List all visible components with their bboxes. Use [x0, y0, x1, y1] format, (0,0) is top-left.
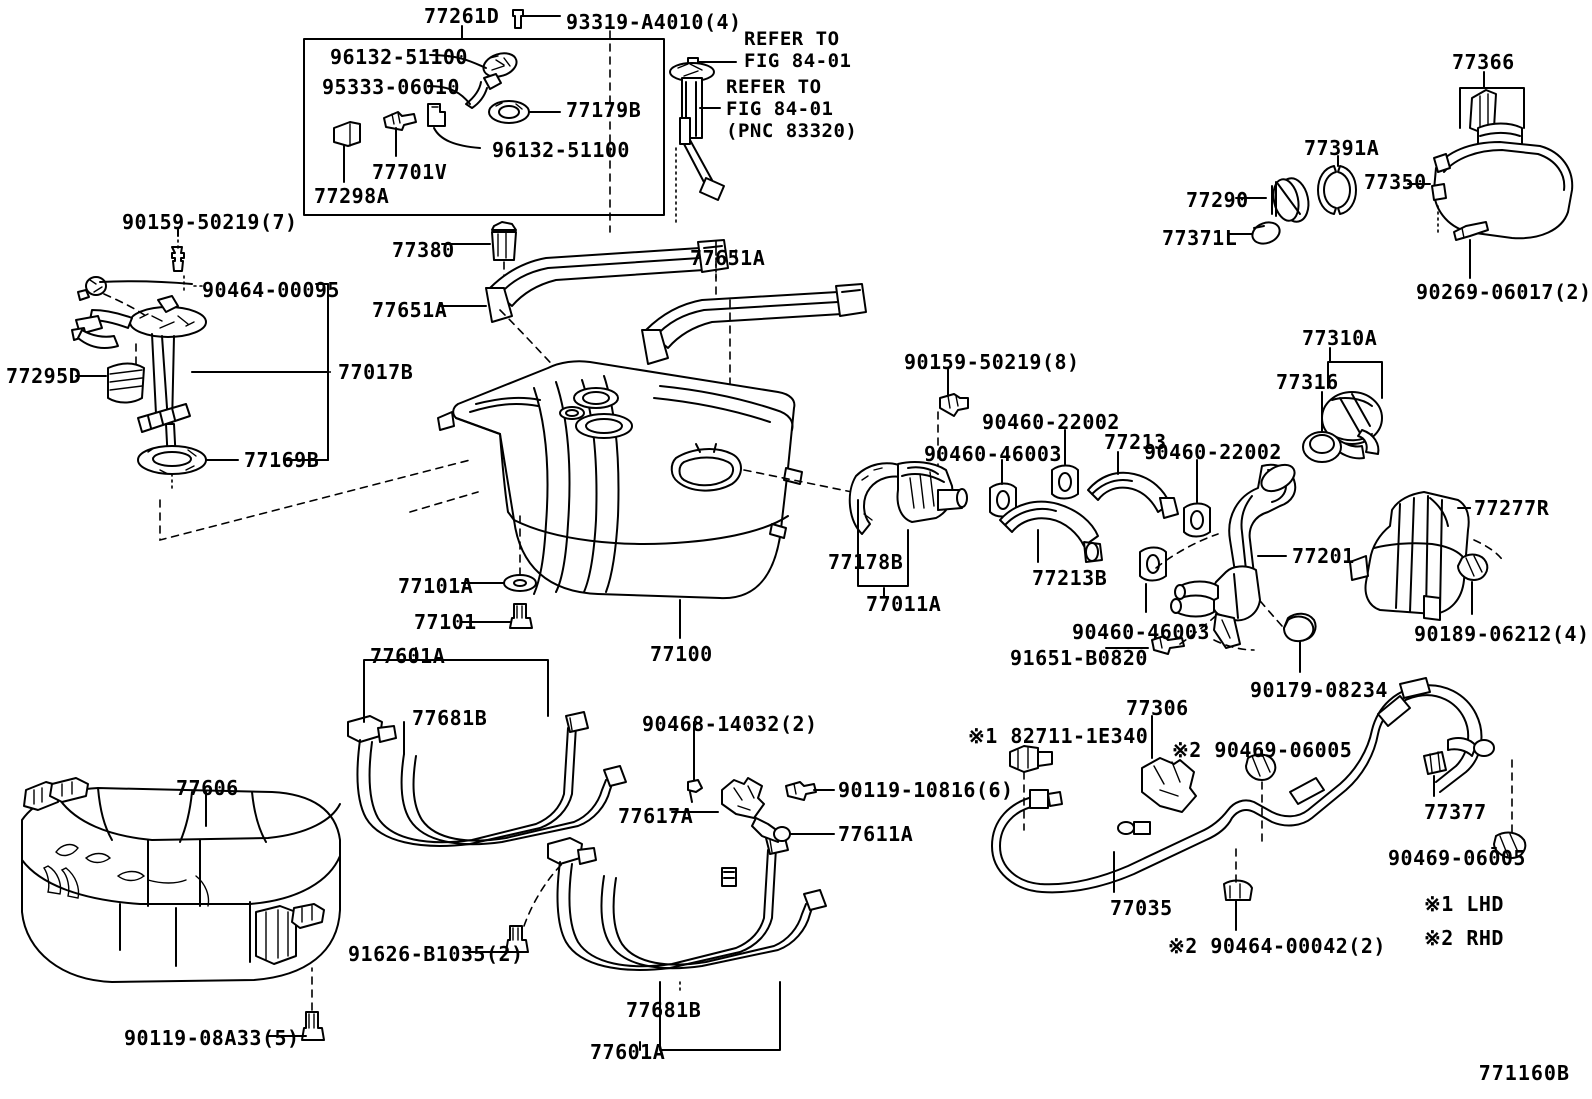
shield-77277r — [1349, 491, 1505, 621]
part-label-fig-84-01: FIG 84-01 — [726, 98, 834, 120]
part-label-91651-b0820: 91651-B0820 — [1010, 646, 1148, 670]
part-label-77169b: 77169B — [244, 448, 320, 472]
fuel-door-group — [1227, 71, 1574, 279]
part-label-96132-51100: 96132-51100 — [330, 45, 468, 69]
part-label-77298a: 77298A — [314, 184, 390, 208]
part-label-96132-51100: 96132-51100 — [492, 138, 630, 162]
fuel-pump-assembly-77017b — [71, 227, 471, 542]
part-label-refer-to: REFER TO — [726, 76, 822, 98]
part-label-93319-a4010-4: 93319-A4010(4) — [566, 10, 742, 34]
part-label-90159-50219-7: 90159-50219(7) — [122, 210, 298, 234]
part-label-77179b: 77179B — [566, 98, 642, 122]
part-label-77391a: 77391A — [1304, 136, 1380, 160]
part-label-77277r: 77277R — [1474, 496, 1550, 520]
fuel-tank-77100 — [409, 221, 867, 639]
part-label-90189-06212-4: 90189-06212(4) — [1414, 622, 1590, 646]
part-label-77366: 77366 — [1452, 50, 1515, 74]
part-label-77290: 77290 — [1186, 188, 1249, 212]
tank-bands-77601a — [347, 647, 835, 1051]
part-label-90460-22002: 90460-22002 — [982, 410, 1120, 434]
part-label-77201: 77201 — [1292, 544, 1355, 568]
filler-hose-group-77011a — [848, 367, 1317, 673]
part-label-pnc-83320: (PNC 83320) — [726, 120, 858, 142]
part-label-90119-10816-6: 90119-10816(6) — [838, 778, 1014, 802]
part-label-1-82711-1e340: ※1 82711-1E340 — [968, 724, 1149, 748]
part-label-77178b: 77178B — [828, 550, 904, 574]
part-label-77681b: 77681B — [412, 706, 488, 730]
part-label-90460-22002: 90460-22002 — [1144, 440, 1282, 464]
part-label-77100: 77100 — [650, 642, 713, 666]
part-label-90469-06005: 90469-06005 — [1388, 846, 1526, 870]
part-label-77035: 77035 — [1110, 896, 1173, 920]
part-label-77601a: 77601A — [590, 1040, 666, 1064]
part-label-77681b: 77681B — [626, 998, 702, 1022]
part-label-90269-06017-2: 90269-06017(2) — [1416, 280, 1592, 304]
part-label-90464-00095: 90464-00095 — [202, 278, 340, 302]
part-label-77316: 77316 — [1276, 370, 1339, 394]
part-label-77601a: 77601A — [370, 644, 446, 668]
part-label-77611a: 77611A — [838, 822, 914, 846]
inset-box-77261d — [303, 9, 737, 233]
part-label-2-rhd: ※2 RHD — [1424, 926, 1504, 950]
part-label-77017b: 77017B — [338, 360, 414, 384]
part-label-2-90469-06005: ※2 90469-06005 — [1172, 738, 1353, 762]
part-label-77011a: 77011A — [866, 592, 942, 616]
part-label-77350: 77350 — [1364, 170, 1427, 194]
part-label-2-90464-00042-2: ※2 90464-00042(2) — [1168, 934, 1386, 958]
part-label-95333-06010: 95333-06010 — [322, 75, 460, 99]
tank-protector-77606 — [21, 777, 341, 1041]
part-label-90460-46003: 90460-46003 — [1072, 620, 1210, 644]
fuel-cap-77310a — [1302, 347, 1383, 463]
release-cable-77035 — [991, 677, 1527, 931]
part-label-refer-to: REFER TO — [744, 28, 840, 50]
diagram-id: 771160B — [1478, 1061, 1570, 1085]
part-label-90179-08234: 90179-08234 — [1250, 678, 1388, 702]
part-label-90460-46003: 90460-46003 — [924, 442, 1062, 466]
part-label-77213b: 77213B — [1032, 566, 1108, 590]
part-label-77617a: 77617A — [618, 804, 694, 828]
part-label-77651a: 77651A — [690, 246, 766, 270]
part-label-77310a: 77310A — [1302, 326, 1378, 350]
part-label-91626-b1035-2: 91626-B1035(2) — [348, 942, 524, 966]
part-label-77101a: 77101A — [398, 574, 474, 598]
part-label-77261d: 77261D — [424, 4, 500, 28]
part-label-90468-14032-2: 90468-14032(2) — [642, 712, 818, 736]
part-label-77306: 77306 — [1126, 696, 1189, 720]
part-label-fig-84-01: FIG 84-01 — [744, 50, 852, 72]
part-label-1-lhd: ※1 LHD — [1424, 892, 1504, 916]
part-label-90159-50219-8: 90159-50219(8) — [904, 350, 1080, 374]
part-label-77371l: 77371L — [1162, 226, 1238, 250]
part-label-77377: 77377 — [1424, 800, 1487, 824]
filler-pipe-77201 — [1155, 463, 1315, 651]
part-label-77651a: 77651A — [372, 298, 448, 322]
part-label-77213: 77213 — [1104, 430, 1167, 454]
part-label-77295d: 77295D — [6, 364, 82, 388]
part-label-77606: 77606 — [176, 776, 239, 800]
part-label-90119-08a33-5: 90119-08A33(5) — [124, 1026, 300, 1050]
part-label-77101: 77101 — [414, 610, 477, 634]
part-label-77380: 77380 — [392, 238, 455, 262]
part-label-77701v: 77701V — [372, 160, 448, 184]
